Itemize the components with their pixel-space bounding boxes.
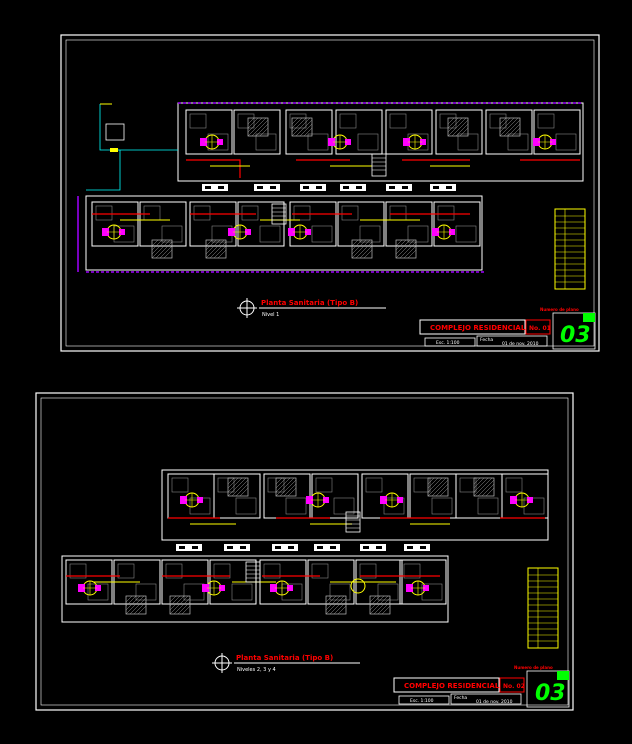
sheet-2-plan-number-label: Numero de plano — [514, 665, 553, 670]
sheet-1-project-name: COMPLEJO RESIDENCIAL — [430, 324, 526, 332]
sheet-1-upper-wing — [177, 102, 584, 191]
sheet-2-plan-number: 03 — [535, 681, 566, 706]
sheet-1-lower-wing — [77, 195, 486, 273]
sheet-2-plan-subtitle: Niveles 2, 3 y 4 — [237, 667, 276, 673]
sheet-2-scale: Esc. 1:100 — [410, 698, 434, 704]
sheet-1-title-block: Numero de plano COMPLEJO RESIDENCIAL No.… — [419, 307, 596, 350]
sheet-2-lower-wing — [61, 555, 449, 623]
sheet-2-outer-frame — [35, 392, 574, 711]
sheet-1-scale: Esc. 1:100 — [436, 340, 460, 346]
sheet-2: Planta Sanitaria (Tipo B) Niveles 2, 3 y… — [35, 392, 574, 711]
sheet-1-date-value: 01 de nov. 2010 — [502, 341, 539, 347]
sheet-1-sheet-number: No. 01 — [529, 325, 551, 332]
sheet-2-plan-title: Planta Sanitaria (Tipo B) — [236, 654, 333, 662]
sheet-2-title-block: Numero de plano COMPLEJO RESIDENCIAL No.… — [393, 665, 570, 708]
sheet-1: Planta Sanitaria (Tipo B) Nivel 1 Numero… — [60, 34, 600, 352]
sheet-2-project-name: COMPLEJO RESIDENCIAL — [404, 682, 500, 690]
sheet-2-date-value: 01 de nov. 2010 — [476, 699, 513, 705]
sheet-1-plan-title-block: Planta Sanitaria (Tipo B) Nivel 1 — [236, 297, 386, 319]
sheet-2-inner-frame — [40, 397, 569, 706]
sheet-1-plan-title: Planta Sanitaria (Tipo B) — [261, 299, 358, 307]
sheet-1-date-label: Fecha — [480, 337, 493, 343]
sheet-2-sheet-number: No. 02 — [503, 683, 525, 690]
sheet-1-plan-subtitle: Nivel 1 — [262, 312, 279, 318]
sheet-1-plan-number: 03 — [560, 323, 591, 348]
sheet-2-legend-table — [527, 567, 559, 649]
sheet-2-plan-title-block: Planta Sanitaria (Tipo B) Niveles 2, 3 y… — [211, 652, 360, 674]
sheet-1-outer-frame — [60, 34, 600, 352]
sheet-1-pipe-network — [86, 103, 178, 191]
sheet-2-date-label: Fecha — [454, 695, 467, 701]
sheet-1-plan-number-label: Numero de plano — [540, 307, 579, 312]
sheet-2-upper-wing — [161, 469, 549, 551]
sheet-1-legend-table — [554, 208, 586, 290]
sheet-1-inner-frame — [65, 39, 595, 347]
